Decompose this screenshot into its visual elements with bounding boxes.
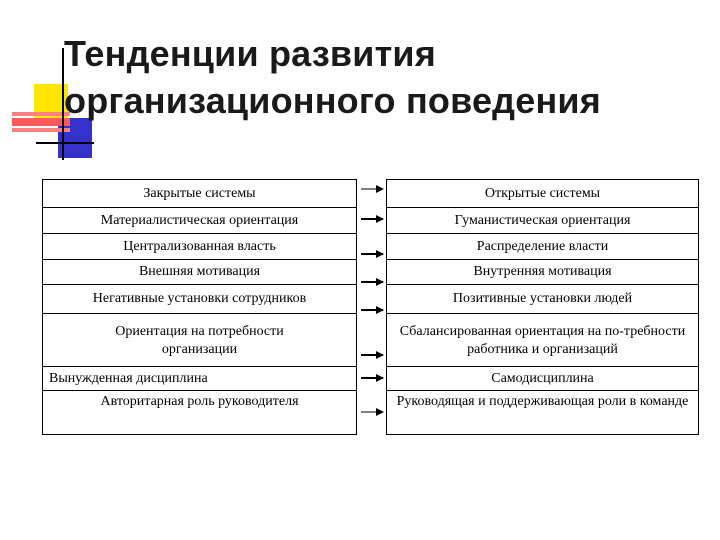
left-cell-6: Ориентация на потребности организации xyxy=(115,324,284,357)
left-cell-8: Авторитарная роль руководителя xyxy=(100,394,299,409)
right-column-box: Открытые системы Гуманистическая ориента… xyxy=(386,179,699,435)
left-separator xyxy=(43,233,356,234)
decor-vertical-line xyxy=(62,48,64,160)
decor-red-bar-2 xyxy=(12,118,70,126)
left-separator xyxy=(43,259,356,260)
title-line-1: Тенденции развития xyxy=(64,33,436,74)
right-cell-3: Распределение власти xyxy=(476,238,609,254)
left-cell-1: Закрытые системы xyxy=(143,185,256,201)
left-column-box: Закрытые системы Материалистическая орие… xyxy=(42,179,357,435)
right-cell-1: Открытые системы xyxy=(484,185,601,201)
slide-title: Тенденции развития организационного пове… xyxy=(64,30,714,124)
left-separator xyxy=(43,390,356,391)
left-cell-7: Вынужденная дисциплина xyxy=(49,370,208,386)
right-separator xyxy=(387,366,698,367)
left-cell-3: Централизованная власть xyxy=(123,238,276,254)
right-cell-5: Позитивные установки людей xyxy=(452,291,633,306)
decor-red-bar-3 xyxy=(12,128,70,132)
left-cell-5: Негативные установки сотрудников xyxy=(92,291,307,306)
right-cell-2: Гуманистическая ориентация xyxy=(454,212,631,228)
right-separator xyxy=(387,390,698,391)
decor-horizontal-line xyxy=(36,142,94,144)
left-separator xyxy=(43,313,356,314)
left-cell-2: Материалистическая ориентация xyxy=(100,212,299,228)
right-separator xyxy=(387,284,698,285)
left-separator xyxy=(43,207,356,208)
right-cell-7: Самодисциплина xyxy=(491,370,594,386)
right-separator xyxy=(387,313,698,314)
right-separator xyxy=(387,233,698,234)
left-cell-4: Внешняя мотивация xyxy=(138,264,261,279)
right-cell-8: Руководящая и поддерживающая роли в кома… xyxy=(396,394,689,409)
right-separator xyxy=(387,259,698,260)
right-cell-4: Внутренняя мотивация xyxy=(473,264,612,279)
left-separator xyxy=(43,284,356,285)
decor-red-bar-1 xyxy=(12,112,70,116)
right-separator xyxy=(387,207,698,208)
left-separator xyxy=(43,366,356,367)
right-cell-6: Сбалансированная ориентация на по-требно… xyxy=(399,324,686,357)
title-line-2: организационного поведения xyxy=(64,80,601,121)
